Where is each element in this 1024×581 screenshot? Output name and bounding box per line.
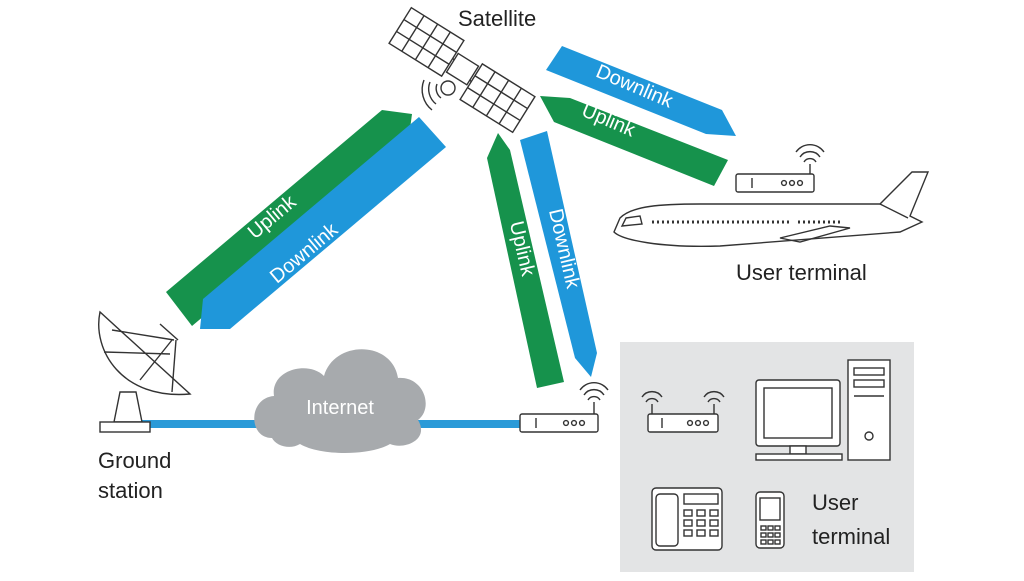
dish-icon [98, 310, 192, 433]
computer-icon [755, 359, 891, 461]
airplane-router-icon [735, 143, 825, 193]
cloud-icon [254, 349, 426, 453]
wifi-icon [579, 381, 609, 401]
ground-station-label-line2: station [98, 478, 163, 503]
user-terminal-box-label-line1: User [812, 490, 858, 515]
user-terminal-box-label-line2: terminal [812, 524, 890, 549]
internet-label: Internet [306, 397, 374, 419]
ground-station-label-line1: Ground [98, 448, 171, 473]
ground-uplink-arrow: Uplink [166, 110, 412, 326]
satellite-icon [388, 6, 536, 134]
panel-router-icon [641, 391, 725, 433]
satellite-label: Satellite [458, 6, 536, 31]
user-terminal-plane-label: User terminal [736, 260, 867, 285]
mobile-phone-icon [755, 491, 785, 549]
wire-links [132, 420, 524, 428]
desk-phone-icon [651, 487, 723, 551]
airplane-icon [613, 171, 930, 248]
wire-cloud-to-router [418, 420, 524, 428]
ground-downlink-arrow: Downlink [200, 117, 446, 329]
wire-ground-to-cloud [132, 420, 272, 428]
router-icon [519, 381, 609, 433]
